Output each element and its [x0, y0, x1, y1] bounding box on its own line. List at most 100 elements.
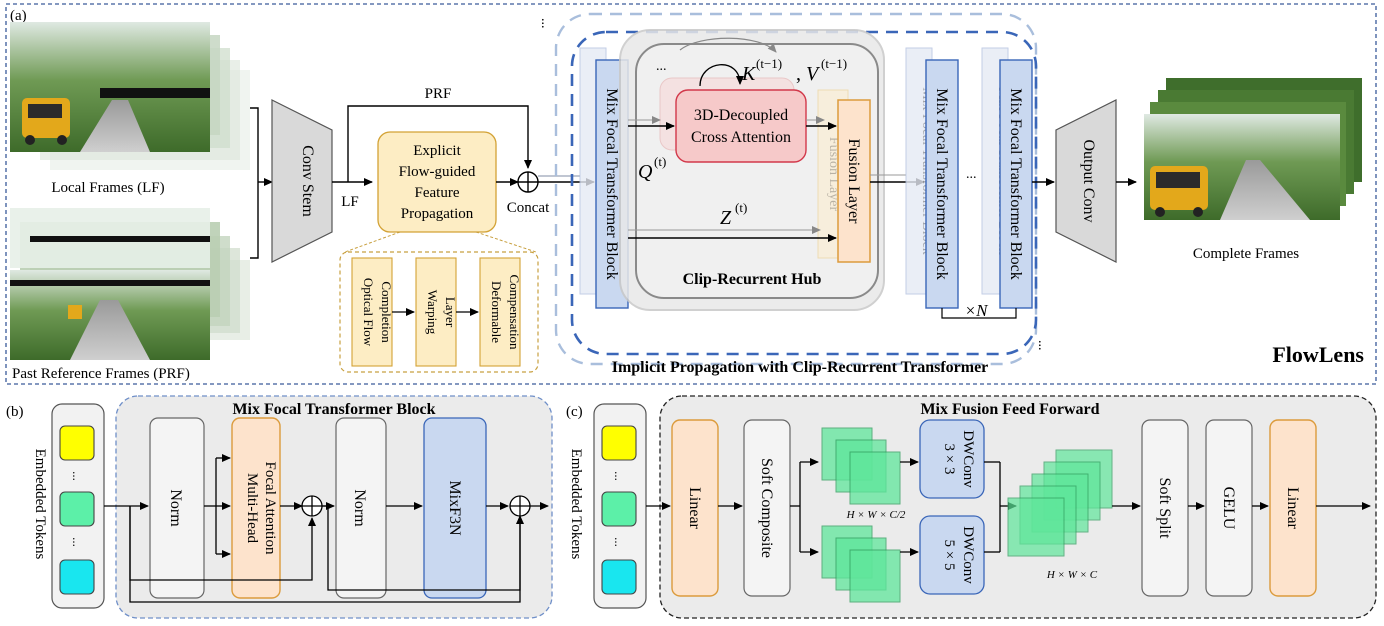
mix-focal-block-3-label: Mix Focal Transformer Block [1007, 88, 1024, 280]
explicit-line-1: Explicit [413, 143, 461, 159]
svg-text:Q: Q [638, 161, 653, 183]
mix-focal-block-2 [925, 59, 959, 309]
svg-text:Soft Split: Soft Split [1156, 478, 1173, 539]
repeat-label: ×N [965, 301, 989, 320]
optical-flow-completion-block: Optical Flow Completion [351, 257, 394, 367]
svg-text:,: , [796, 63, 801, 85]
implicit-caption: Implicit Propagation with Clip-Recurrent… [612, 359, 989, 376]
panel-c-soft-split [1141, 419, 1189, 597]
panel-b-tag: (b) [6, 404, 24, 420]
output-conv-label: Output Conv [1080, 139, 1097, 222]
svg-text:...: ... [1035, 340, 1050, 351]
token-yellow-c [601, 425, 637, 461]
local-frames-stack [10, 22, 250, 170]
concat-label: Concat [507, 200, 550, 216]
svg-text:(t−1): (t−1) [821, 56, 847, 71]
svg-text:Optical Flow: Optical Flow [361, 278, 376, 347]
svg-text:Soft Composite: Soft Composite [758, 458, 775, 558]
local-frames-label: Local Frames (LF) [51, 180, 164, 196]
kv-recurrent-arrow [699, 64, 744, 87]
token-cyan-c [601, 559, 637, 595]
panel-c-linear-2 [1269, 419, 1317, 597]
explicit-detail-box [339, 251, 539, 373]
past-frame-image [10, 208, 210, 360]
concat-node [517, 171, 539, 193]
svg-text:...: ... [70, 537, 85, 547]
explicit-line-2: Flow-guided [399, 164, 476, 180]
local-frame-image [10, 22, 210, 152]
half-shape-label: H × W × C/2 [846, 509, 906, 521]
svg-text:Linear: Linear [686, 487, 703, 529]
mix-focal-block-2-label: Mix Focal Transformer Block [933, 88, 950, 280]
svg-text:DWConv: DWConv [960, 430, 976, 488]
svg-text:V: V [806, 63, 821, 85]
svg-text:Completion: Completion [379, 281, 394, 343]
output-conv [1055, 99, 1117, 263]
svg-text:Deformable: Deformable [489, 281, 504, 343]
svg-text:Warping: Warping [425, 290, 440, 335]
full-shape-label: H × W × C [1046, 569, 1098, 581]
complete-frames-label: Complete Frames [1193, 246, 1299, 262]
cross-attention-box [675, 89, 807, 163]
panel-b-add-2 [509, 495, 531, 517]
svg-text:(t): (t) [735, 200, 747, 215]
svg-text:...: ... [656, 59, 667, 74]
warping-layer-block: Warping Layer [415, 257, 458, 367]
implicit-outer-frame [554, 12, 1038, 366]
svg-text:...: ... [538, 18, 553, 29]
panel-c-linear-1 [671, 419, 719, 597]
svg-text:...: ... [966, 167, 977, 182]
panel-b-mixf3n [423, 417, 487, 599]
token-yellow [59, 425, 95, 461]
panel-c-soft-composite [743, 419, 791, 597]
panel-a-tag: (a) [10, 8, 27, 24]
q-label: Q (t) [638, 154, 666, 183]
kv-label: K (t−1) , V (t−1) [741, 56, 847, 85]
svg-text:...: ... [612, 471, 627, 481]
input-bracket [250, 107, 259, 259]
half-feature-lower [821, 525, 901, 603]
svg-text:Layer: Layer [443, 297, 458, 328]
svg-text:3 × 3: 3 × 3 [941, 444, 957, 475]
explicit-line-3: Feature [415, 185, 460, 201]
cross-attention-line-2: Cross Attention [691, 129, 791, 146]
token-green [59, 491, 95, 527]
fusion-layer [837, 99, 871, 263]
svg-text:Z: Z [720, 207, 732, 229]
panel-b-skip-1 [129, 506, 316, 581]
panel-c-title: Mix Fusion Feed Forward [920, 401, 1099, 418]
svg-text:MixF3N: MixF3N [446, 480, 463, 536]
prf-arrow [347, 105, 532, 182]
svg-text:Norm: Norm [351, 489, 368, 527]
panel-b-add-1 [301, 495, 323, 517]
full-feature-stack [1007, 449, 1113, 557]
panel-c-tag: (c) [566, 404, 583, 420]
mix-focal-block-1-label: Mix Focal Transformer Block [603, 88, 620, 280]
panel-c-embedded-tokens: Embedded Tokens [568, 449, 584, 560]
clip-recurrent-hub-label: Clip-Recurrent Hub [683, 271, 822, 288]
token-cyan [59, 559, 95, 595]
prf-label: PRF [425, 86, 452, 102]
svg-text:K: K [741, 63, 757, 85]
svg-text:...: ... [612, 537, 627, 547]
svg-text:5 × 5: 5 × 5 [941, 540, 957, 571]
svg-text:GELU: GELU [1220, 487, 1237, 530]
complete-frames-stack [1144, 78, 1362, 220]
token-green-c [601, 491, 637, 527]
svg-text:Linear: Linear [1284, 487, 1301, 529]
cross-attention-line-1: 3D-Decoupled [694, 107, 788, 124]
mix-focal-block-3 [999, 59, 1033, 309]
svg-text:Focal Attention: Focal Attention [262, 462, 278, 555]
panel-c-gelu [1205, 419, 1253, 597]
svg-text:Compensation: Compensation [507, 274, 522, 350]
past-reference-frames-label: Past Reference Frames (PRF) [12, 366, 190, 382]
dwconv-3x3 [919, 419, 985, 499]
panel-b-embedded-tokens: Embedded Tokens [32, 449, 48, 560]
deformable-compensation-block: Deformable Compensation [479, 257, 522, 367]
conv-stem-label: Conv Stem [299, 145, 316, 217]
svg-text:(t−1): (t−1) [756, 56, 782, 71]
fusion-layer-label: Fusion Layer [845, 139, 862, 225]
past-reference-frames-stack [10, 208, 250, 360]
method-name: FlowLens [1272, 342, 1364, 367]
